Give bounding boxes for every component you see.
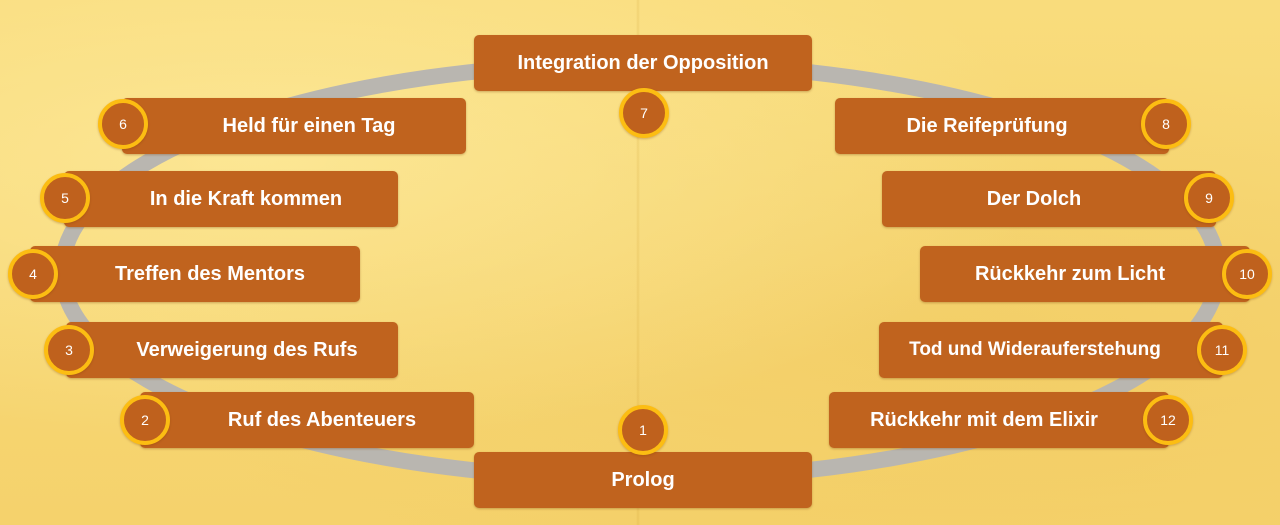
stage-number-1: 1: [639, 422, 647, 438]
paper-fold: [636, 0, 640, 525]
stage-number-badge-1: 1: [618, 405, 668, 455]
stage-label-4: Treffen des Mentors: [114, 262, 306, 285]
stage-box-4: Treffen des Mentors: [30, 246, 360, 302]
stage-label-11: Tod und Widerauferstehung: [909, 339, 1161, 360]
stage-number-6: 6: [119, 116, 127, 132]
stage-number-11: 11: [1214, 342, 1230, 358]
stage-number-badge-6: 6: [98, 99, 148, 149]
stage-box-1: Prolog: [474, 452, 812, 508]
stage-number-badge-4: 4: [8, 249, 58, 299]
stage-label-7: Integration der Opposition: [517, 51, 769, 74]
stage-label-8: Die Reifeprüfung: [906, 114, 1068, 137]
stage-number-badge-10: 10: [1222, 249, 1272, 299]
stage-box-6: Held für einen Tag: [122, 98, 466, 154]
stage-label-6: Held für einen Tag: [222, 114, 396, 137]
stage-number-badge-3: 3: [44, 325, 94, 375]
stage-label-2: Ruf des Abenteuers: [227, 408, 417, 431]
stage-number-12: 12: [1160, 412, 1176, 428]
stage-number-9: 9: [1205, 190, 1213, 206]
stage-box-11: Tod und Widerauferstehung: [879, 322, 1223, 378]
stage-box-10: Rückkehr zum Licht: [920, 246, 1250, 302]
stage-box-5: In die Kraft kommen: [64, 171, 398, 227]
stage-box-3: Verweigerung des Rufs: [66, 322, 398, 378]
stage-label-9: Der Dolch: [986, 187, 1082, 210]
stage-number-badge-12: 12: [1143, 395, 1193, 445]
stage-number-badge-11: 11: [1197, 325, 1247, 375]
stage-number-badge-7: 7: [619, 88, 669, 138]
stage-number-badge-5: 5: [40, 173, 90, 223]
stage-box-7: Integration der Opposition: [474, 35, 812, 91]
stage-box-9: Der Dolch: [882, 171, 1216, 227]
stage-label-10: Rückkehr zum Licht: [974, 262, 1166, 285]
stage-number-7: 7: [640, 105, 648, 121]
stage-number-3: 3: [65, 342, 73, 358]
stage-label-12: Rückkehr mit dem Elixir: [870, 408, 1098, 431]
stage-box-2: Ruf des Abenteuers: [140, 392, 474, 448]
stage-label-1: Prolog: [611, 468, 675, 491]
stage-number-2: 2: [141, 412, 149, 428]
stage-label-5: In die Kraft kommen: [149, 187, 343, 210]
stage-number-10: 10: [1239, 266, 1255, 282]
stage-label-3: Verweigerung des Rufs: [136, 338, 358, 361]
stage-number-5: 5: [61, 190, 69, 206]
stage-number-badge-8: 8: [1141, 99, 1191, 149]
stage-box-12: Rückkehr mit dem Elixir: [829, 392, 1169, 448]
stage-number-4: 4: [29, 266, 37, 282]
stage-number-badge-9: 9: [1184, 173, 1234, 223]
stage-number-badge-2: 2: [120, 395, 170, 445]
stage-box-8: Die Reifeprüfung: [835, 98, 1169, 154]
stage-number-8: 8: [1162, 116, 1170, 132]
